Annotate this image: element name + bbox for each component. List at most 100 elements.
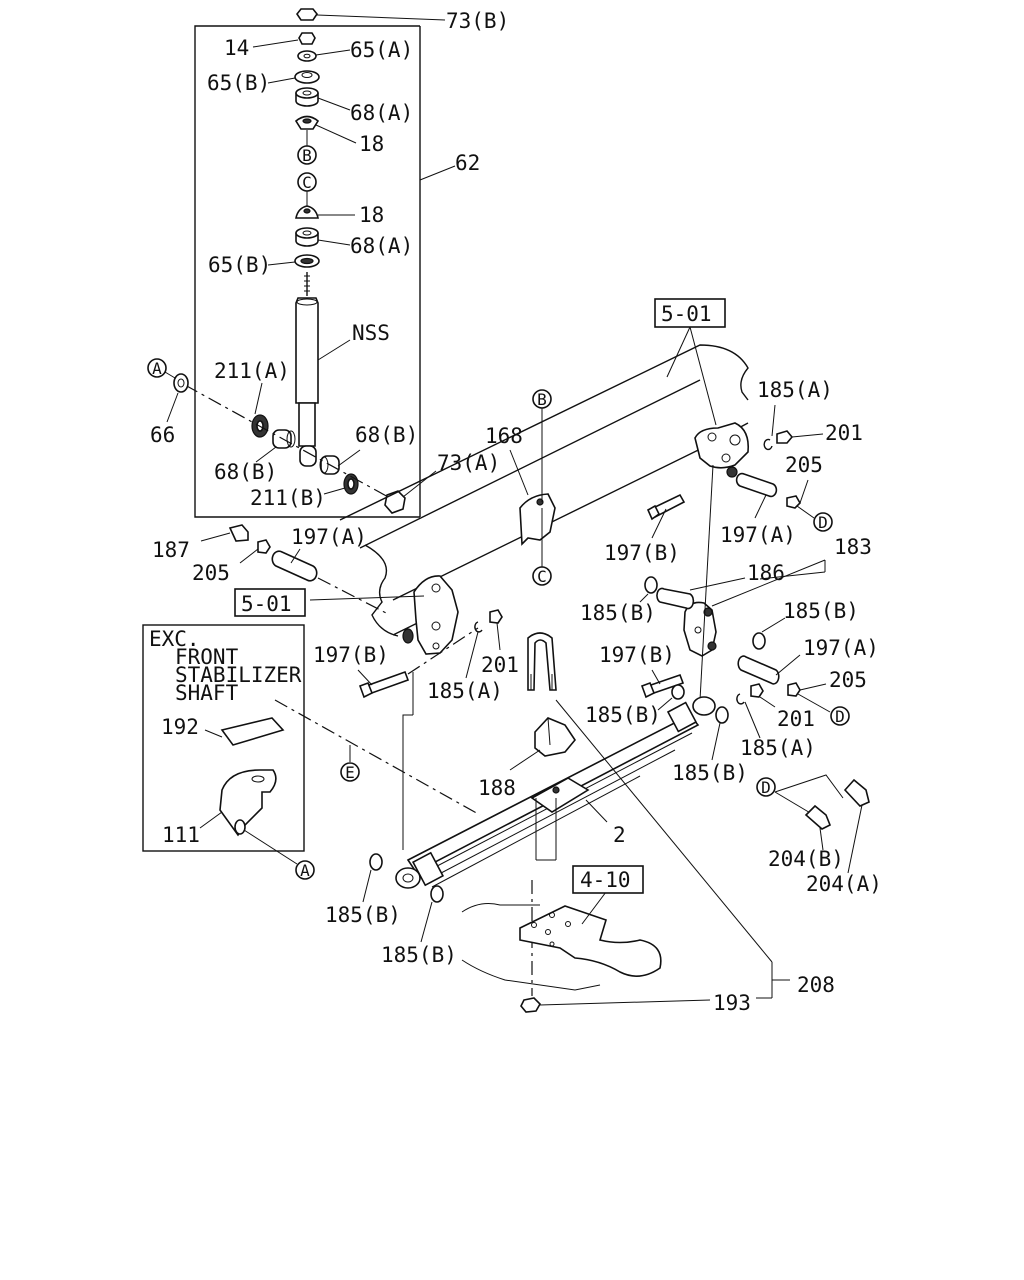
pin-197a-right <box>737 654 801 685</box>
label-197b-right: 197(B) <box>599 643 675 667</box>
ref-box-5-01-left <box>234 588 306 617</box>
callout-a-1 <box>147 358 167 378</box>
label-73b-top: 73(B) <box>446 9 509 33</box>
label-4-10: 4-10 <box>580 868 631 892</box>
part-labels: 73(B) 14 65(A) 65(B) 68(A) 18 62 18 68(A… <box>149 9 882 1015</box>
ref-box-5-01-top <box>654 298 726 328</box>
label-exc-1: EXC. <box>149 627 200 651</box>
label-65a: 65(A) <box>350 38 413 62</box>
label-14: 14 <box>224 36 249 60</box>
nut-73b-top <box>296 8 446 21</box>
nut-14 <box>298 32 316 45</box>
nipple-201-top <box>776 430 824 444</box>
bolt-197b-left <box>357 669 410 699</box>
grease-187 <box>200 524 249 542</box>
label-204b: 204(B) <box>768 847 844 871</box>
label-62: 62 <box>455 151 480 175</box>
label-197b-left: 197(B) <box>313 643 389 667</box>
label-18-1: 18 <box>359 132 384 156</box>
bracket-111 <box>199 769 298 865</box>
front-axle <box>461 891 662 991</box>
label-205-left: 205 <box>192 561 230 585</box>
label-18-2: 18 <box>359 203 384 227</box>
label-68a-1: 68(A) <box>350 101 413 125</box>
washer-185b-6 <box>420 885 444 943</box>
label-188: 188 <box>478 776 516 800</box>
callout-b-text-2: B <box>537 390 547 409</box>
label-205-top: 205 <box>785 453 823 477</box>
callout-a-2 <box>295 860 315 880</box>
callout-c-text-2: C <box>537 567 547 586</box>
label-211b: 211(B) <box>250 486 326 510</box>
callout-d-text-2: D <box>835 707 845 726</box>
washer-65a <box>297 50 317 62</box>
label-201-right: 201 <box>777 707 815 731</box>
frame-rail <box>339 344 749 637</box>
callout-b-1 <box>297 145 317 165</box>
label-192: 192 <box>161 715 199 739</box>
grease-nipples-204 <box>756 774 870 874</box>
label-exc-4: SHAFT <box>175 681 239 705</box>
callout-e-1 <box>340 762 360 782</box>
pin-197a-left <box>271 548 318 582</box>
label-66: 66 <box>150 423 175 447</box>
label-185b-3: 185(B) <box>585 703 661 727</box>
callout-a-text-2: A <box>300 861 310 880</box>
label-204a: 204(A) <box>806 872 882 896</box>
exc-box <box>142 624 305 865</box>
label-68b-1: 68(B) <box>214 460 277 484</box>
label-187: 187 <box>152 538 190 562</box>
washer-185b-3 <box>657 684 685 711</box>
label-197a-left: 197(A) <box>291 525 367 549</box>
callout-d-text-3: D <box>761 778 771 797</box>
label-68a-2: 68(A) <box>350 234 413 258</box>
label-nss: NSS <box>352 321 390 345</box>
label-73a: 73(A) <box>437 451 500 475</box>
label-185b-4: 185(B) <box>672 761 748 785</box>
callout-d-2 <box>830 706 850 726</box>
label-111: 111 <box>162 823 200 847</box>
label-2: 2 <box>613 823 626 847</box>
label-168: 168 <box>485 424 523 448</box>
label-185a-left: 185(A) <box>427 679 503 703</box>
label-186: 186 <box>747 561 785 585</box>
label-5-01-top: 5-01 <box>661 302 712 326</box>
label-201-top: 201 <box>825 421 863 445</box>
washer-185b-4 <box>711 706 729 761</box>
bushing-68b-2 <box>319 449 361 475</box>
callout-c-2 <box>532 566 552 586</box>
shock-absorber-body <box>295 272 351 467</box>
label-197a-right: 197(A) <box>803 636 879 660</box>
shackle-183 <box>683 559 826 657</box>
shock-absorber-group: B C <box>184 8 456 518</box>
nipple-205-right <box>787 682 831 713</box>
snap-ring-185a-right <box>736 693 761 739</box>
label-65b-1: 65(B) <box>207 71 270 95</box>
label-exc-3: STABILIZER <box>175 663 302 687</box>
front-hanger-bracket <box>402 575 459 655</box>
label-193: 193 <box>713 991 751 1015</box>
spacer-192 <box>220 717 285 746</box>
label-185a-top: 185(A) <box>757 378 833 402</box>
nipple-201-left <box>489 609 503 651</box>
label-185b-6: 185(B) <box>381 943 457 967</box>
bushing-186 <box>656 577 746 610</box>
nipple-205-top <box>786 479 815 519</box>
u-bolt-208 <box>527 632 790 998</box>
label-65b-2: 65(B) <box>208 253 271 277</box>
leaf-spring <box>395 696 716 889</box>
label-201-left: 201 <box>481 653 519 677</box>
retainer-18-1 <box>294 115 357 144</box>
nipple-205-left <box>239 539 271 564</box>
label-68b-2: 68(B) <box>355 423 418 447</box>
label-185b-2: 185(B) <box>783 599 859 623</box>
bushing-68a-2 <box>295 227 351 247</box>
washer-185b-1 <box>639 576 658 603</box>
callout-a-text-1: A <box>152 359 162 378</box>
callout-e-text-1: E <box>345 763 355 782</box>
bushing-68a-1 <box>295 87 351 111</box>
callout-d-text-1: D <box>818 513 828 532</box>
bracket-168 <box>509 449 556 546</box>
bumper-188 <box>509 717 576 771</box>
